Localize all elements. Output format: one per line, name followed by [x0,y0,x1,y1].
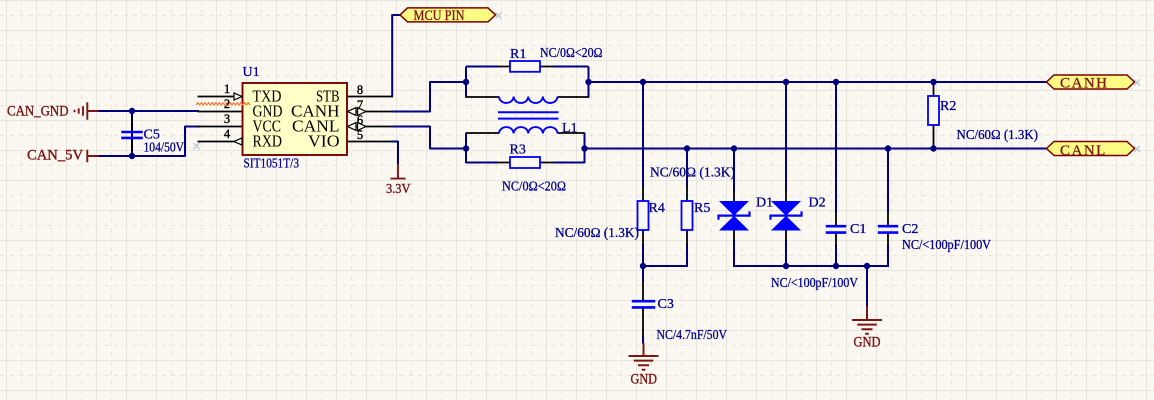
svg-text:R3: R3 [510,143,526,158]
svg-text:GND: GND [854,335,881,351]
svg-text:NC/<100pF/100V: NC/<100pF/100V [902,238,991,253]
svg-text:8: 8 [357,83,363,97]
svg-text:R4: R4 [649,201,665,216]
svg-text:L1: L1 [562,121,578,136]
svg-text:NC/60Ω (1.3K): NC/60Ω (1.3K) [957,128,1039,143]
svg-text:U1: U1 [243,65,260,80]
svg-text:GND: GND [631,372,658,388]
svg-text:R2: R2 [940,99,956,114]
svg-text:C5: C5 [144,128,160,143]
svg-text:R5: R5 [694,201,710,216]
svg-text:D1: D1 [756,196,773,211]
svg-text:3: 3 [224,112,230,126]
svg-text:C1: C1 [850,222,866,237]
svg-text:SIT1051T/3: SIT1051T/3 [244,157,300,172]
svg-text:6: 6 [357,113,363,127]
svg-text:2: 2 [224,97,230,111]
svg-text:C3: C3 [658,297,674,312]
svg-text:NC/<100pF/100V: NC/<100pF/100V [771,276,858,291]
svg-text:NC/4.7nF/50V: NC/4.7nF/50V [657,328,728,343]
svg-text:VIO: VIO [308,131,340,150]
svg-text:STB: STB [316,86,340,105]
svg-text:CAN_GND: CAN_GND [7,103,69,119]
svg-text:NC/0Ω<20Ω: NC/0Ω<20Ω [540,46,603,61]
svg-text:MCU PIN: MCU PIN [414,8,465,24]
svg-text:CANL: CANL [292,116,340,135]
svg-text:VCC: VCC [253,116,282,135]
svg-text:R1: R1 [510,47,526,62]
svg-text:RXD: RXD [253,131,283,150]
svg-text:5: 5 [357,128,363,142]
svg-text:TXD: TXD [253,86,282,105]
svg-text:CANL: CANL [1060,143,1107,159]
svg-text:1: 1 [224,82,230,96]
svg-text:NC/60Ω (1.3K): NC/60Ω (1.3K) [555,226,639,241]
svg-text:104/50V: 104/50V [144,140,185,155]
svg-text:CAN_5V: CAN_5V [27,147,84,163]
svg-text:NC/0Ω<20Ω: NC/0Ω<20Ω [502,179,566,194]
svg-text:3.3V: 3.3V [386,182,411,197]
svg-text:C2: C2 [902,222,918,237]
svg-text:CANH: CANH [291,101,340,120]
svg-text:GND: GND [253,101,283,120]
svg-text:D2: D2 [809,196,826,211]
svg-text:7: 7 [357,98,363,112]
svg-text:CANH: CANH [1060,75,1109,91]
svg-text:NC/60Ω (1.3K): NC/60Ω (1.3K) [650,165,735,180]
svg-text:4: 4 [224,127,231,141]
